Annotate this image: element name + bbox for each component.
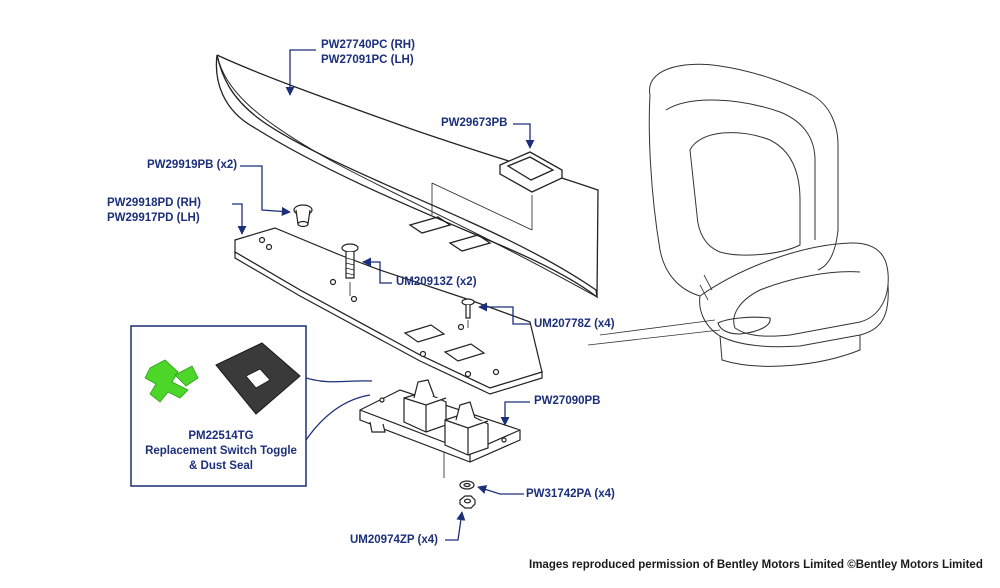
label-trim-panel-rh: PW27740PC (RH) (321, 39, 415, 51)
label-bezel: PW29673PB (441, 117, 508, 129)
label-trim-panel: PW27740PC (RH) PW27091PC (LH) (321, 38, 415, 68)
seat-illustration (587, 63, 889, 367)
label-trim-panel-lh: PW27091PC (LH) (321, 54, 414, 66)
inset-box (130, 325, 373, 487)
switch-assembly (359, 379, 521, 478)
backing-plate (234, 227, 543, 395)
inset-part-number: PM22514TG (188, 430, 254, 442)
copyright-credit: Images reproduced permission of Bentley … (529, 559, 983, 571)
label-screw-small: UM20778Z (x4) (534, 318, 615, 330)
washer (459, 480, 475, 490)
bezel (499, 151, 563, 193)
leader-lines (232, 49, 535, 541)
screw-small (461, 298, 475, 328)
label-backing-plate-rh: PW29918PD (RH) (107, 197, 201, 209)
clip (293, 204, 313, 228)
inset-description: Replacement Switch Toggle (145, 445, 297, 457)
label-backing-plate-lh: PW29917PD (LH) (107, 212, 200, 224)
switch-toggle-green (144, 359, 199, 403)
label-switch-assembly: PW27090PB (534, 395, 601, 407)
label-backing-plate: PW29918PD (RH) PW29917PD (LH) (107, 196, 201, 226)
inset-caption: PM22514TG Replacement Switch Toggle & Du… (136, 429, 306, 474)
screw-large (341, 243, 359, 296)
inset-description-2: & Dust Seal (189, 460, 253, 472)
nut (459, 495, 476, 509)
label-screw-large: UM20913Z (x2) (396, 276, 477, 288)
label-clip: PW29919PB (x2) (147, 159, 238, 171)
label-washer: PW31742PA (x4) (526, 488, 615, 500)
dust-seal (215, 342, 301, 415)
label-nut: UM20974ZP (x4) (350, 534, 438, 546)
